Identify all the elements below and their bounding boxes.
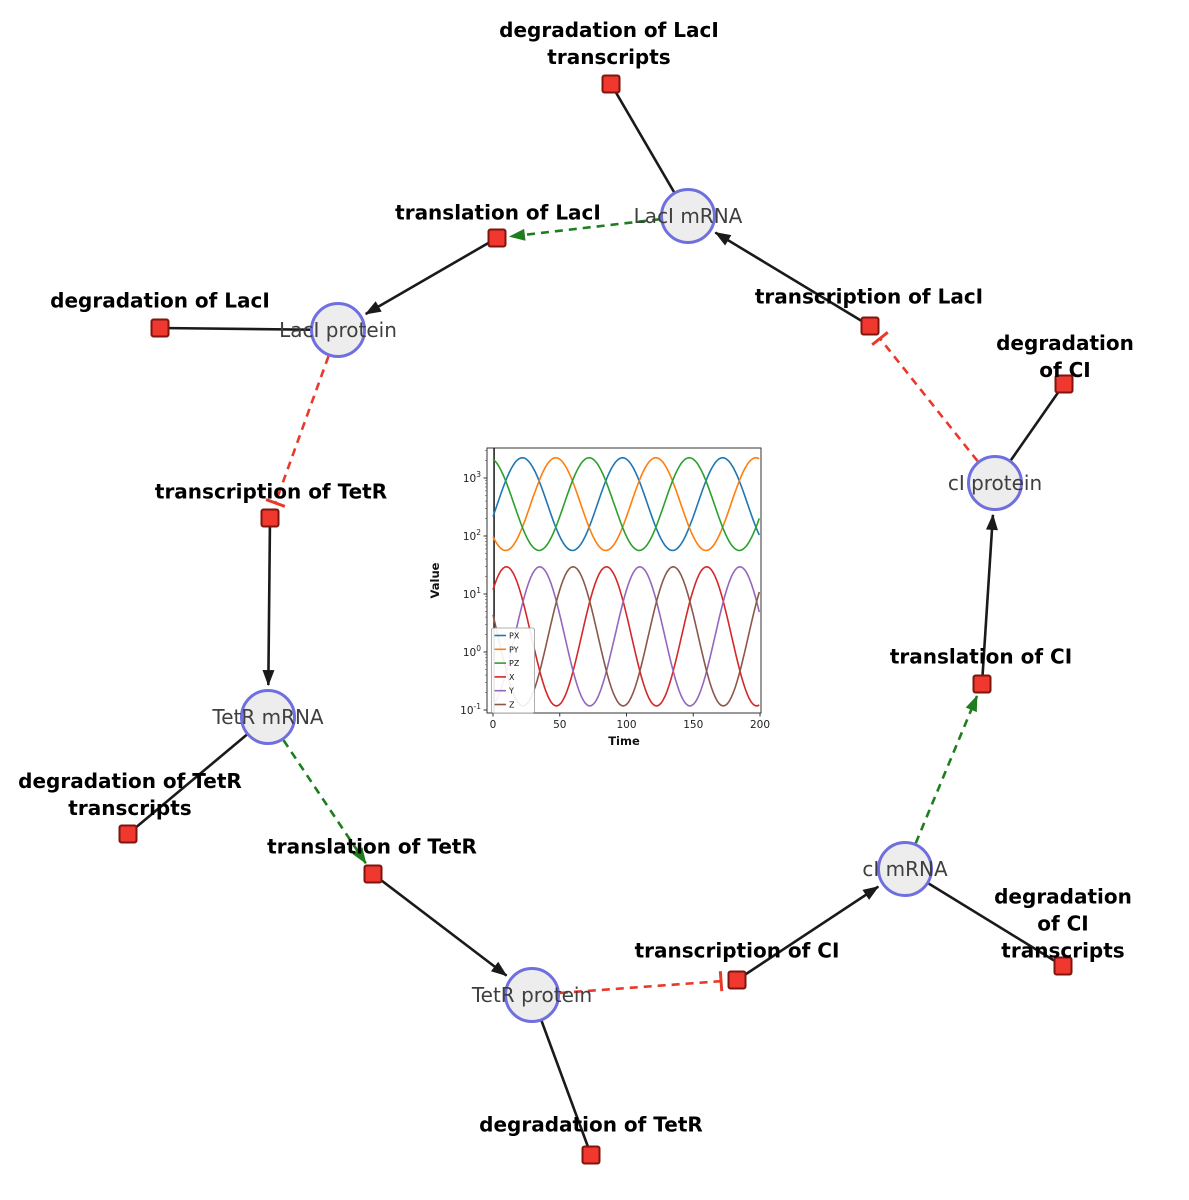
edge-transl-ci-to-ci-protein <box>980 513 998 685</box>
chart-legend: PX PY PZ XYZ <box>491 627 535 714</box>
reaction-label-txn-laci: transcription of LacI <box>754 284 984 309</box>
x-tick-label: 150 <box>683 719 703 731</box>
species-node-tetr-mrna <box>240 689 296 745</box>
reaction-label-deg-tetr-tx: degradation of TetR transcripts <box>18 769 242 820</box>
reaction-label-transl-tetr: translation of TetR <box>267 834 477 859</box>
edge-transl-tetr-to-tetr-protein <box>372 872 508 977</box>
legend-label-X: X <box>509 673 515 682</box>
reaction-node-deg-ci-tx <box>1053 956 1073 976</box>
edge-txn-laci-to-laci-mrna <box>714 231 871 328</box>
y-tick-label: 101 <box>463 586 481 601</box>
species-node-tetr-protein <box>504 967 560 1023</box>
x-tick-label: 100 <box>616 719 636 731</box>
series-Z <box>492 565 761 707</box>
edge-ci-mrna-to-transl-ci <box>903 695 979 870</box>
species-node-ci-mrna <box>877 841 933 897</box>
reaction-node-deg-laci <box>150 318 170 338</box>
reaction-label-deg-ci: degradation of CI <box>996 331 1134 382</box>
y-axis-label: Value <box>428 562 442 598</box>
reaction-node-deg-laci-tx <box>601 74 621 94</box>
edge-laci-mrna-to-transl-laci <box>508 214 689 241</box>
reaction-node-deg-tetr <box>581 1145 601 1165</box>
series-PY <box>492 456 760 552</box>
edge-tetr-mrna-to-deg-tetr-tx <box>127 716 269 835</box>
edge-tetr-protein-to-deg-tetr <box>530 994 593 1156</box>
x-tick-label: 200 <box>750 719 770 731</box>
reaction-node-deg-tetr-tx <box>118 824 138 844</box>
x-tick-label: 0 <box>490 719 497 731</box>
species-node-laci-mrna <box>660 188 716 244</box>
series-X <box>492 565 760 707</box>
edge-tetr-protein-to-txn-ci <box>531 971 724 997</box>
reaction-label-deg-tetr: degradation of TetR <box>479 1112 703 1137</box>
edge-txn-tetr-to-tetr-mrna <box>262 517 275 687</box>
edge-laci-protein-to-deg-laci <box>159 326 339 332</box>
legend-label-PX: PX <box>509 632 520 641</box>
reaction-label-deg-laci: degradation of LacI <box>50 288 270 313</box>
edge-laci-protein-to-txn-tetr <box>265 329 340 508</box>
reaction-node-txn-ci <box>727 970 747 990</box>
reaction-label-deg-laci-tx: degradation of LacI transcripts <box>499 18 719 69</box>
reaction-label-transl-laci: translation of LacI <box>395 200 601 225</box>
reaction-node-transl-tetr <box>363 864 383 884</box>
species-label-laci-mrna: LacI mRNA <box>633 204 743 228</box>
reaction-node-txn-laci <box>860 316 880 336</box>
x-axis-label: Time <box>608 734 640 748</box>
legend-label-PZ: PZ <box>509 659 520 668</box>
reaction-node-txn-tetr <box>260 508 280 528</box>
species-node-laci-protein <box>310 302 366 358</box>
edge-transl-laci-to-laci-protein <box>364 236 498 316</box>
y-tick-label: 100 <box>463 644 481 659</box>
edge-txn-ci-to-ci-mrna <box>736 885 880 982</box>
y-tick-label: 103 <box>463 470 481 485</box>
reaction-node-transl-laci <box>487 228 507 248</box>
reaction-node-deg-ci <box>1054 374 1074 394</box>
species-label-tetr-mrna: TetR mRNA <box>212 705 324 729</box>
y-tick-label: 10-1 <box>460 702 481 717</box>
legend-label-Z: Z <box>509 701 515 710</box>
x-tick-label: 50 <box>553 719 566 731</box>
species-label-ci-protein: cI protein <box>947 471 1043 495</box>
chart-axes <box>486 447 762 714</box>
species-label-laci-protein: LacI protein <box>279 318 397 342</box>
series-PX <box>492 456 761 552</box>
legend-label-Y: Y <box>508 687 514 696</box>
species-label-tetr-protein: TetR protein <box>471 983 593 1007</box>
species-label-ci-mrna: cI mRNA <box>862 857 948 881</box>
reaction-label-txn-ci: transcription of CI <box>634 938 840 963</box>
edge-tetr-mrna-to-transl-tetr <box>266 716 367 865</box>
series-PZ <box>492 456 761 552</box>
reaction-label-transl-ci: translation of CI <box>889 644 1073 669</box>
reaction-node-transl-ci <box>972 674 992 694</box>
reaction-label-txn-tetr: transcription of TetR <box>154 479 388 504</box>
series-Y <box>492 565 761 707</box>
species-node-ci-protein <box>967 455 1023 511</box>
y-tick-label: 102 <box>463 528 481 543</box>
edge-ci-mrna-to-deg-ci-tx <box>904 867 1064 968</box>
reaction-label-deg-ci-tx: degradation of CI transcripts <box>994 884 1132 963</box>
edge-ci-protein-to-txn-laci <box>871 331 997 484</box>
legend-label-PY: PY <box>509 645 519 654</box>
